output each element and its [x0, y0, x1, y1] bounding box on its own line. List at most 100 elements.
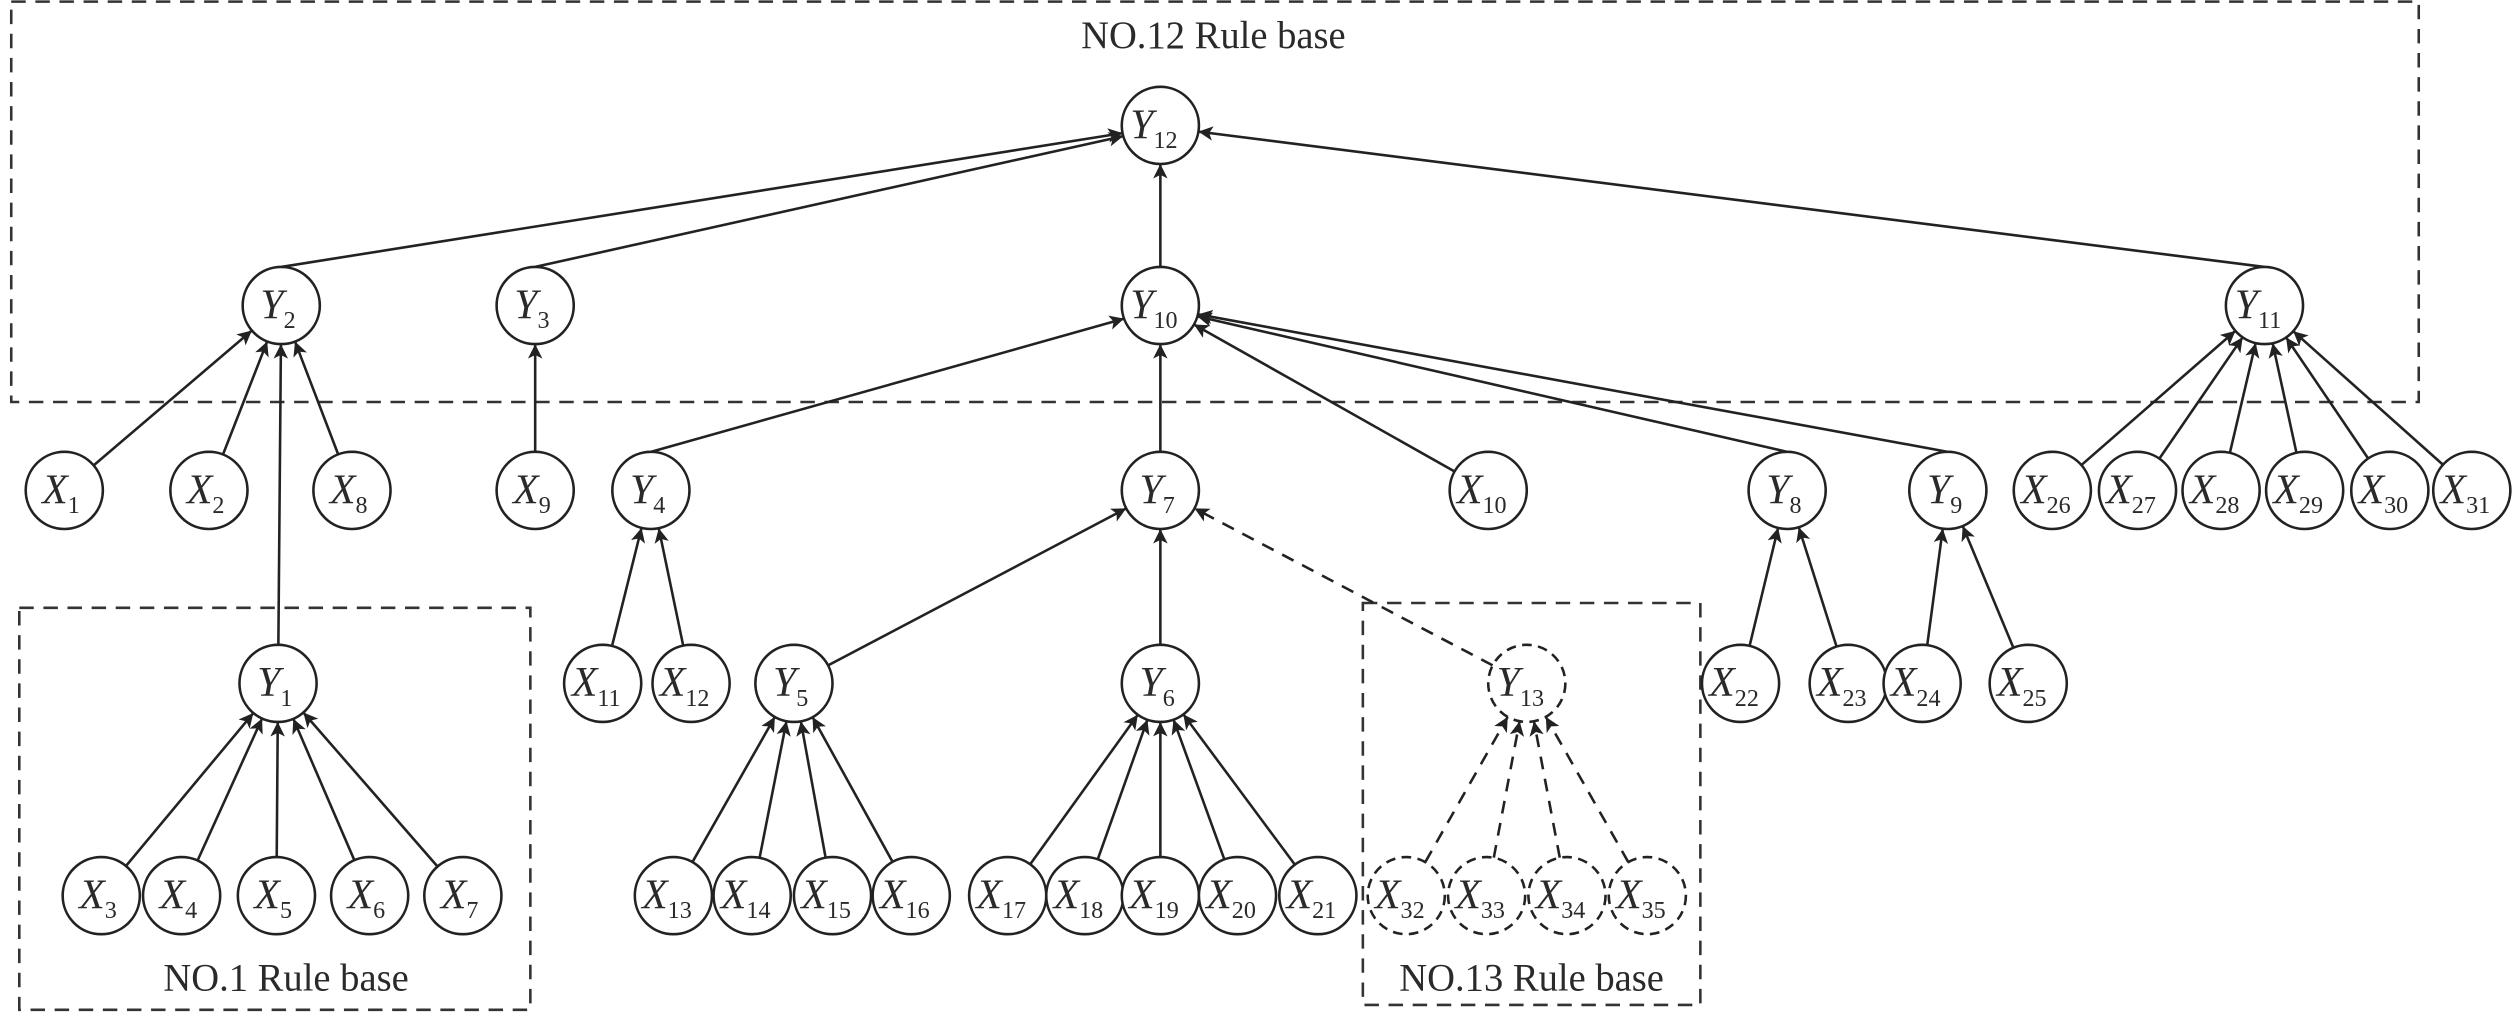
- node-x24: X24: [1882, 643, 1962, 724]
- node-circle: [651, 643, 731, 724]
- node-circle: [423, 855, 503, 936]
- edge-x32-to-y13: [1424, 716, 1509, 863]
- node-y4: Y4: [611, 450, 691, 531]
- node-x29: X29: [2264, 450, 2345, 531]
- rule-base-12-box: [9, 0, 2421, 404]
- node-label: Y5: [773, 660, 808, 712]
- node-x30: X30: [2349, 450, 2430, 531]
- node-x12: X12: [651, 643, 731, 724]
- node-label: X16: [878, 872, 930, 924]
- node-label: X20: [1204, 872, 1256, 924]
- node-label: X10: [1455, 467, 1507, 519]
- edge-y11-to-y12: [1198, 126, 2265, 269]
- node-label: Y7: [1139, 467, 1174, 519]
- edge-x15-to-y5: [796, 721, 827, 858]
- node-label: X23: [1815, 660, 1867, 712]
- node-x34: X34: [1527, 855, 1607, 936]
- node-circle: [1607, 855, 1688, 936]
- rule-base-13-label: NO.13 Rule base: [1399, 957, 1664, 999]
- rule-base-12-label: NO.12 Rule base: [1081, 15, 1346, 57]
- edge-x1-to-y2: [92, 329, 253, 467]
- node-label: Y4: [630, 467, 665, 519]
- node-x10: X10: [1448, 450, 1529, 531]
- edge-x8-to-y2: [293, 341, 340, 455]
- node-circle: [1700, 643, 1781, 724]
- node-x26: X26: [2012, 450, 2093, 531]
- node-label: X32: [1373, 872, 1425, 924]
- edge-x21-to-y6: [1182, 713, 1296, 866]
- node-x2: X2: [169, 450, 249, 531]
- node-label: X4: [158, 872, 198, 924]
- edge-x33-to-y13: [1492, 721, 1525, 858]
- node-label: Y6: [1139, 660, 1174, 712]
- node-x17: X17: [967, 855, 1048, 936]
- edge-x27-to-y11: [2158, 336, 2244, 460]
- node-x15: X15: [792, 855, 873, 936]
- node-circle: [1988, 643, 2069, 724]
- rule-base-13-box: [1361, 601, 1702, 1007]
- edge-x29-to-y11: [2268, 342, 2298, 453]
- node-label: X19: [1127, 872, 1179, 924]
- node-circle: [1120, 450, 1201, 531]
- edge-y5-to-y7: [827, 507, 1127, 667]
- edge-x7-to-y1: [302, 711, 439, 868]
- node-circle: [1120, 85, 1201, 166]
- node-circle: [1527, 855, 1607, 936]
- node-x19: X19: [1120, 855, 1201, 936]
- node-x22: X22: [1700, 643, 1781, 724]
- rule-base-12: NO.12 Rule base: [9, 0, 2421, 404]
- node-x33: X33: [1446, 855, 1527, 936]
- node-circle: [238, 643, 318, 724]
- node-circle: [329, 855, 410, 936]
- node-label: X3: [77, 872, 117, 924]
- node-circle: [712, 855, 793, 936]
- edge-x28-to-y11: [2228, 342, 2260, 454]
- edge-x3-to-y1: [124, 712, 255, 867]
- edge-x11-to-y4: [610, 527, 646, 647]
- node-label: X1: [40, 467, 80, 519]
- node-circle: [2224, 265, 2305, 346]
- edge-x26-to-y11: [2080, 329, 2237, 467]
- node-label: X33: [1453, 872, 1505, 924]
- node-y5: Y5: [754, 643, 834, 724]
- node-label: X13: [640, 872, 692, 924]
- node-circle: [1278, 855, 1358, 936]
- node-circle: [1747, 450, 1827, 531]
- node-circle: [1366, 855, 1447, 936]
- node-x16: X16: [871, 855, 952, 936]
- node-circle: [495, 450, 576, 531]
- node-circle: [792, 855, 873, 936]
- edge-y2-to-y12: [281, 128, 1123, 269]
- node-x3: X3: [61, 855, 142, 936]
- node-x8: X8: [312, 450, 392, 531]
- node-label: Y13: [1497, 660, 1544, 712]
- edge-x5-to-y1: [270, 721, 285, 858]
- edge-y13-to-y7: [1193, 507, 1494, 667]
- edge-x31-to-y11: [2292, 330, 2444, 466]
- edge-x35-to-y13: [1544, 716, 1630, 863]
- node-circle: [1120, 643, 1201, 724]
- node-circle: [633, 855, 714, 936]
- node-circle: [2264, 450, 2345, 531]
- edge-x4-to-y1: [196, 717, 264, 862]
- node-label: Y1: [257, 660, 292, 712]
- node-circle: [611, 450, 691, 531]
- node-y3: Y3: [495, 265, 576, 346]
- node-y9: Y9: [1908, 450, 1988, 531]
- node-circle: [24, 450, 105, 531]
- node-label: X27: [2104, 467, 2156, 519]
- node-x32: X32: [1366, 855, 1447, 936]
- node-label: X5: [252, 872, 292, 924]
- node-circle: [1882, 643, 1962, 724]
- node-x35: X35: [1607, 855, 1688, 936]
- node-y7: Y7: [1120, 450, 1201, 531]
- node-x25: X25: [1988, 643, 2069, 724]
- node-x13: X13: [633, 855, 714, 936]
- edge-y8-to-y10: [1197, 312, 1788, 454]
- node-circle: [236, 855, 317, 936]
- edge-x22-to-y8: [1748, 527, 1782, 647]
- node-circle: [61, 855, 142, 936]
- node-label: X12: [658, 660, 710, 712]
